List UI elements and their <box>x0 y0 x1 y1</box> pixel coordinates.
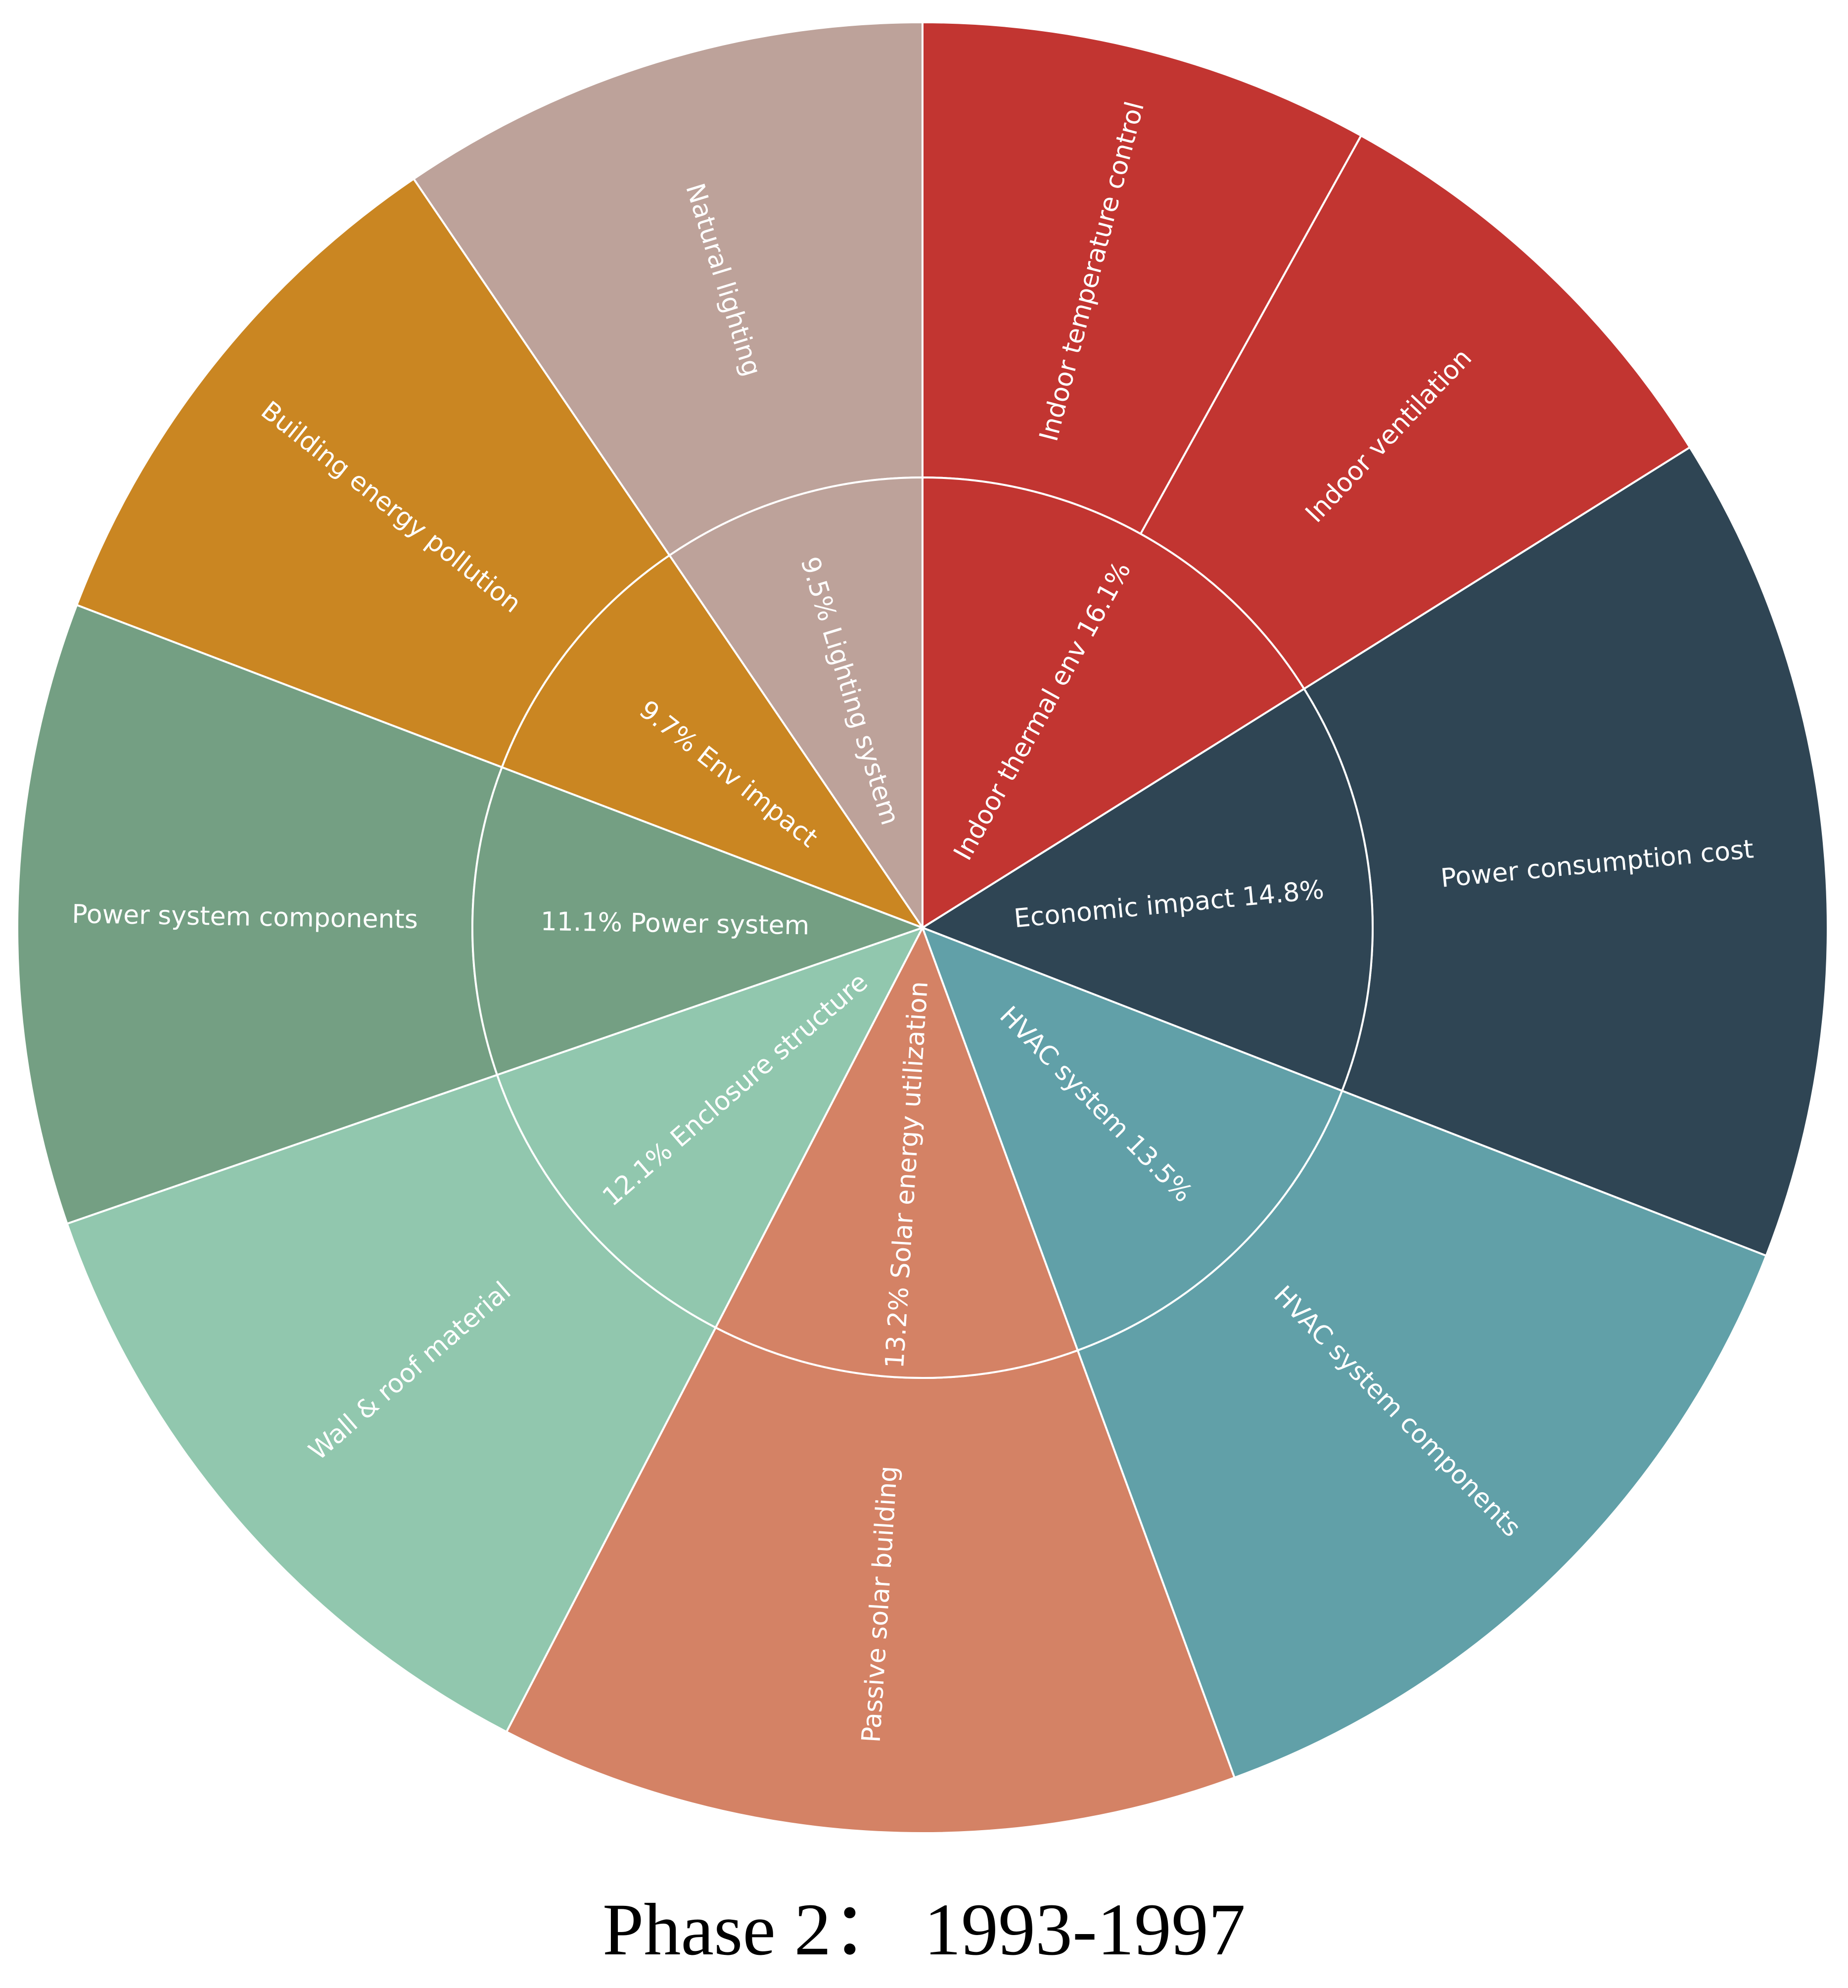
inner-segment-9-7-env-impact <box>501 554 925 930</box>
inner-segment-9-5-lighting-system <box>668 476 924 931</box>
inner-segment-13-2-solar-energy-utilization <box>714 925 1079 1379</box>
inner-segment-indoor-thermal-env-16-1 <box>922 476 1306 930</box>
chart-caption: Phase 2： 1993-1997 <box>602 1889 1246 1971</box>
outer-label-power-system-components: Power system components <box>72 899 418 935</box>
inner-segment-11-1-power-system <box>471 766 925 1077</box>
inner-label-11-1-power-system: 11.1% Power system <box>540 907 809 941</box>
inner-ring <box>471 476 1374 1379</box>
outer-ring <box>16 21 1829 1834</box>
inner-segment-economic-impact-14-8 <box>920 687 1374 1092</box>
inner-segment-12-1-enclosure-structure <box>496 926 925 1329</box>
inner-segment-hvac-system-13-5 <box>921 926 1343 1352</box>
sunburst-chart: Indoor thermal env 16.1%Economic impact … <box>16 21 1829 1834</box>
